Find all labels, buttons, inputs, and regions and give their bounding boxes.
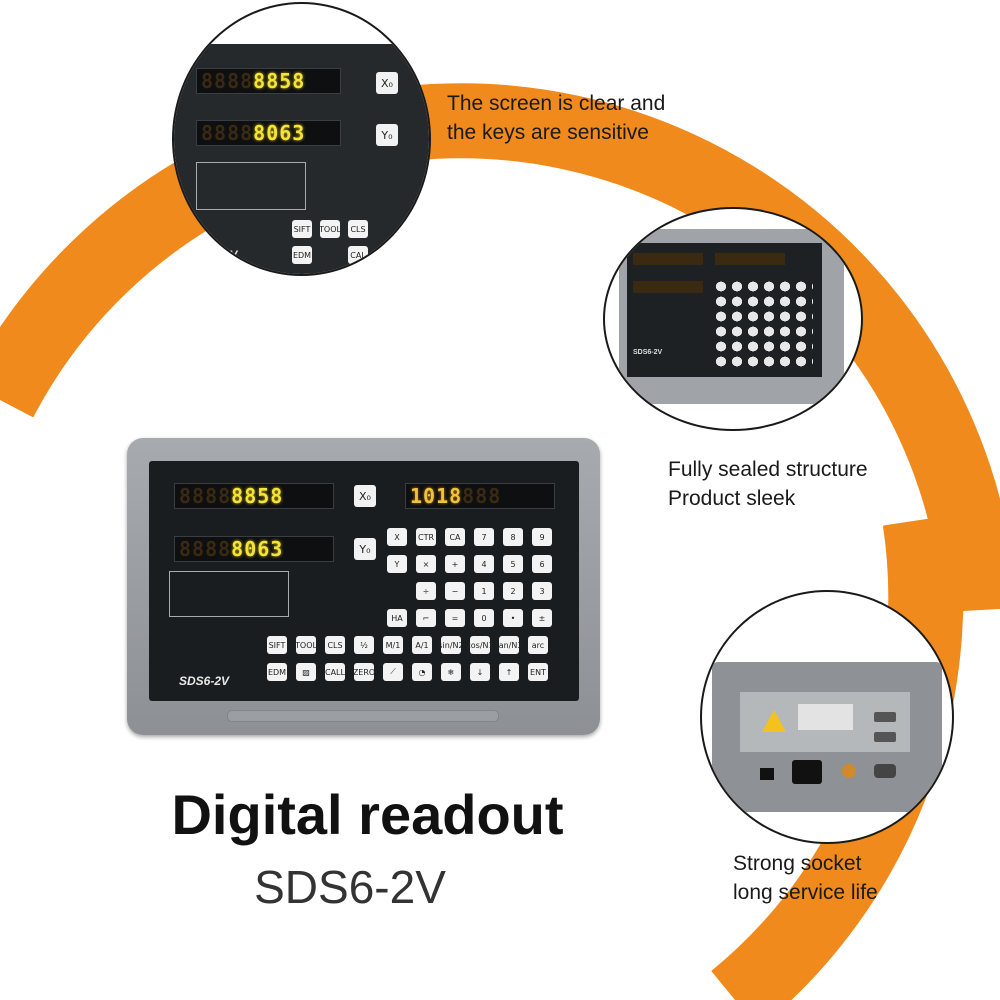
keypad-key[interactable]: CTR	[416, 528, 436, 546]
zoom-axis-x-button[interactable]: X₀	[376, 72, 398, 94]
caption-sealed: Fully sealed structure Product sleek	[668, 455, 868, 513]
keypad-key[interactable]: 1	[474, 582, 494, 600]
keypad-key[interactable]: A/1	[412, 636, 432, 654]
axis-y-button[interactable]: Y₀	[354, 538, 376, 560]
keypad-key[interactable]: HA	[387, 609, 407, 627]
serial-port-1-icon	[874, 712, 896, 722]
keypad-key[interactable]: ½	[354, 636, 374, 654]
keypad-key[interactable]: ×	[416, 555, 436, 573]
keypad-key[interactable]: ZERO	[353, 663, 375, 681]
keypad-key[interactable]: 3	[532, 582, 552, 600]
keypad-key[interactable]: tan/N3	[496, 636, 522, 654]
zoom-key-sift[interactable]: SIFT	[292, 220, 312, 238]
keypad-key[interactable]: •	[503, 609, 523, 627]
keypad-key[interactable]: ❄	[441, 663, 461, 681]
keypad-key[interactable]: 4	[474, 555, 494, 573]
caption-socket-line-1: Strong socket	[733, 852, 862, 875]
bolt-hole-diagram	[169, 571, 289, 617]
zoom-diagram	[196, 162, 306, 210]
keypad-key[interactable]: EDM	[267, 663, 287, 681]
power-socket	[792, 760, 822, 784]
side-display-row-1	[633, 253, 703, 265]
keypad-key[interactable]: 8	[503, 528, 523, 546]
zoom-x-digits: 8858	[253, 69, 306, 93]
zoom-circle-side: SDS6-2V	[603, 207, 863, 431]
zoom-key-edm[interactable]: EDM	[292, 246, 312, 264]
keypad-key[interactable]: ◔	[412, 663, 432, 681]
zoom-key-cal[interactable]: CAL	[348, 246, 368, 264]
keypad-key[interactable]: 6	[532, 555, 552, 573]
keypad-key[interactable]: ▨	[296, 663, 316, 681]
device-bottom-ridge	[227, 710, 499, 722]
keypad-key[interactable]: 7	[474, 528, 494, 546]
keypad-key[interactable]: Y	[387, 555, 407, 573]
side-keypad	[713, 279, 813, 369]
keypad-key[interactable]: −	[445, 582, 465, 600]
zoom-axis-y-button[interactable]: Y₀	[376, 124, 398, 146]
keypad-key[interactable]: ⟋	[383, 663, 403, 681]
fuse-holder	[842, 764, 856, 778]
axis-x-button[interactable]: X₀	[354, 485, 376, 507]
keypad-key[interactable]: +	[445, 555, 465, 573]
keypad-key[interactable]: 5	[503, 555, 523, 573]
zoom-model-label: S6-2V	[204, 248, 238, 262]
keypad-key[interactable]: ENT	[528, 663, 548, 681]
caption-sealed-line-1: Fully sealed structure	[668, 458, 868, 481]
keypad-key[interactable]: X	[387, 528, 407, 546]
caption-socket: Strong socket long service life	[733, 849, 878, 907]
keypad-key[interactable]: CALL	[325, 663, 345, 681]
power-switch[interactable]	[760, 768, 774, 780]
zoom-y-digits: 8063	[253, 121, 306, 145]
caption-screen-line-1: The screen is clear and	[447, 92, 666, 115]
keypad-key[interactable]: ↓	[470, 663, 490, 681]
keypad-key[interactable]: 9	[532, 528, 552, 546]
keypad-key[interactable]: ±	[532, 609, 552, 627]
keypad-key[interactable]: ↑	[499, 663, 519, 681]
keypad-key[interactable]: CA	[445, 528, 465, 546]
side-display-row-1b	[715, 253, 785, 265]
keypad-key[interactable]: M/1	[383, 636, 403, 654]
product-title: Digital readout	[171, 783, 564, 846]
serial-port-2-icon	[874, 732, 896, 742]
warning-icon	[762, 710, 786, 732]
keypad-key[interactable]: sin/N2	[438, 636, 464, 654]
y-axis-digits: 8063	[231, 537, 284, 561]
keypad-key[interactable]: arc	[528, 636, 548, 654]
side-display-row-2	[633, 281, 703, 293]
zoom-key-cls[interactable]: CLS	[348, 220, 368, 238]
caption-screen: The screen is clear and the keys are sen…	[447, 89, 665, 147]
side-model-label: SDS6-2V	[633, 349, 663, 356]
label-sticker	[798, 704, 853, 730]
x-axis-digits: 8858	[231, 484, 284, 508]
caption-screen-line-2: the keys are sensitive	[447, 121, 649, 144]
orange-arc	[0, 83, 1000, 613]
caption-sealed-line-2: Product sleek	[668, 487, 796, 510]
zoom-key-tool[interactable]: TOOL	[319, 220, 341, 238]
keypad-key[interactable]: TOOL	[295, 636, 317, 654]
aux-port	[874, 764, 896, 778]
keypad-key[interactable]: cos/N1	[466, 636, 494, 654]
keypad-key[interactable]: 0	[474, 609, 494, 627]
keypad-key[interactable]: SIFT	[267, 636, 287, 654]
aux-digits: 1018	[410, 484, 463, 508]
keypad-key[interactable]: CLS	[325, 636, 345, 654]
zoom-circle-back	[700, 590, 954, 844]
caption-socket-line-2: long service life	[733, 881, 878, 904]
device-model-label: SDS6-2V	[179, 674, 230, 688]
product-model: SDS6-2V	[254, 861, 446, 913]
keypad-key[interactable]: 2	[503, 582, 523, 600]
keypad-key[interactable]: ÷	[416, 582, 436, 600]
keypad-key[interactable]: =	[445, 609, 465, 627]
keypad-key[interactable]: ⌐	[416, 609, 436, 627]
